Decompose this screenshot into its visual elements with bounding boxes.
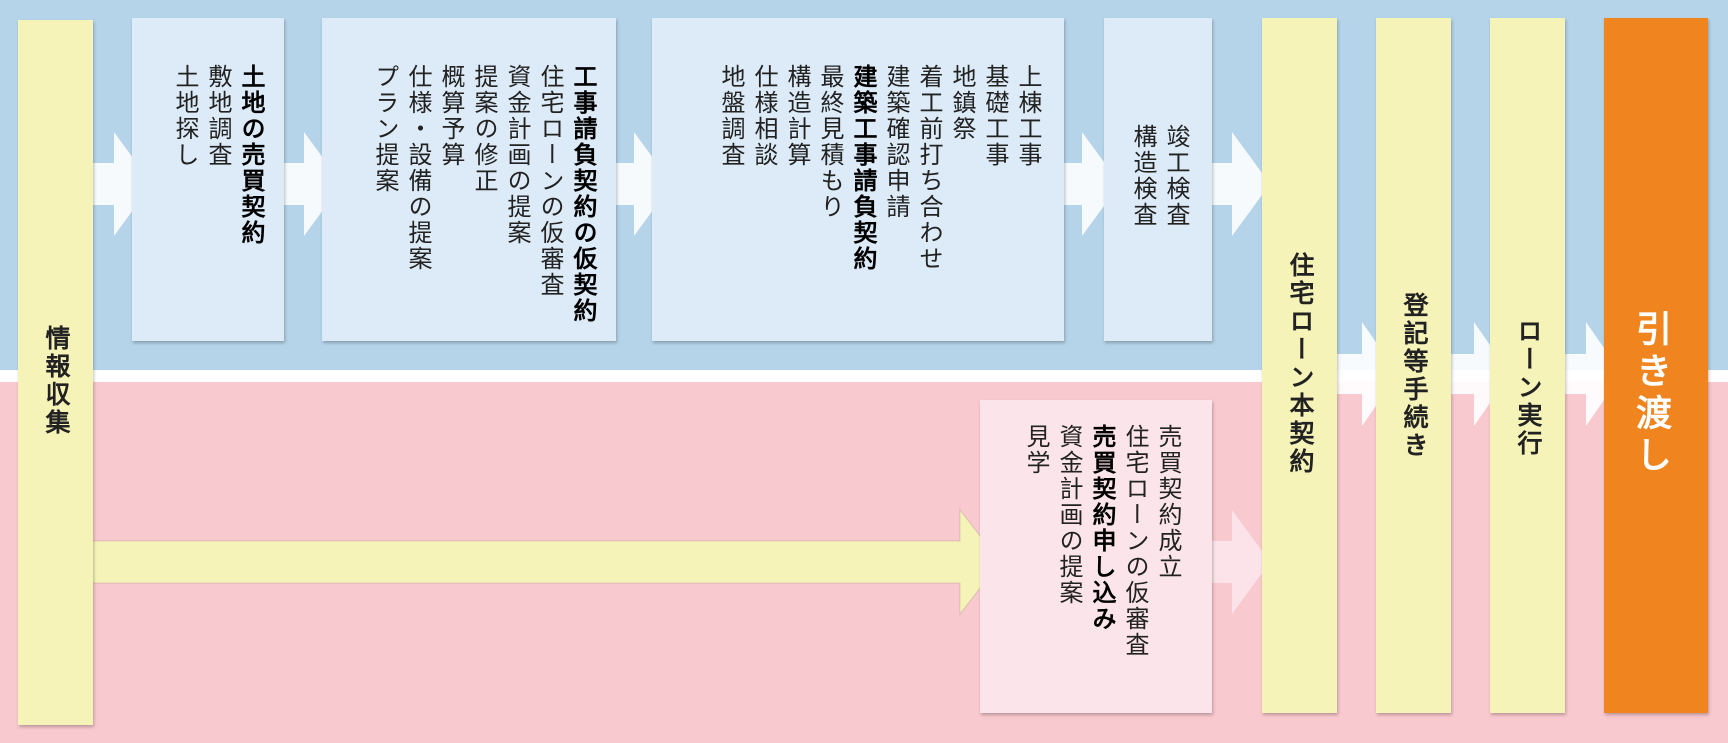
arrow-right-icon <box>91 508 1001 616</box>
loan-execution-column: ローン実行 <box>1490 18 1565 713</box>
step-line: 構造検査 <box>1129 124 1157 228</box>
step-line: 住宅ローンの仮審査 <box>536 64 564 298</box>
step-line: 提案の修正 <box>470 64 498 194</box>
arrow-right-icon <box>1063 132 1120 236</box>
loan-execution-label: ローン実行 <box>1514 318 1543 458</box>
arrow-right-icon <box>614 132 672 236</box>
arrow-right-icon <box>90 132 152 236</box>
step-line: 土地の売買契約 <box>237 64 265 246</box>
info-gathering-label: 情報収集 <box>42 325 71 437</box>
step-line: 資金計画の提案 <box>503 64 531 246</box>
step-line: 仕様・設備の提案 <box>404 64 432 272</box>
step-line: 住宅ローンの仮審査 <box>1121 424 1149 658</box>
step-line: 売買契約成立 <box>1154 424 1182 580</box>
arrow-right-icon <box>1210 132 1270 236</box>
step-line: 構造計算 <box>783 64 811 168</box>
step-line: 基礎工事 <box>981 64 1009 168</box>
construction-contract-step: 上棟工事 基礎工事 地鎮祭 着工前打ち合わせ 建築確認申請 建築工事請負契約 最… <box>652 18 1064 341</box>
arrow-right-icon <box>1211 510 1270 614</box>
purchase-step: 売買契約成立 住宅ローンの仮審査 売買契約申し込み 資金計画の提案 見学 <box>980 400 1212 713</box>
step-line: 地盤調査 <box>717 64 745 168</box>
step-line: 工事請負契約の仮契約 <box>569 64 597 324</box>
step-line: 敷地調査 <box>204 64 232 168</box>
step-line: 竣工検査 <box>1162 124 1190 228</box>
step-line: プラン提案 <box>371 64 399 194</box>
arrow-right-icon <box>1564 322 1622 426</box>
provisional-contract-step: 工事請負契約の仮契約 住宅ローンの仮審査 資金計画の提案 提案の修正 概算予算 … <box>322 18 616 341</box>
land-purchase-text: 土地の売買契約 敷地調査 土地探し <box>168 64 267 246</box>
arrow-right-icon <box>1335 322 1398 426</box>
provisional-contract-text: 工事請負契約の仮契約 住宅ローンの仮審査 資金計画の提案 提案の修正 概算予算 … <box>368 64 599 324</box>
step-line: 土地探し <box>171 64 199 168</box>
loan-contract-column: 住宅ローン本契約 <box>1262 18 1337 713</box>
step-line: 上棟工事 <box>1014 64 1042 168</box>
step-line: 建築工事請負契約 <box>849 64 877 272</box>
step-line: 着工前打ち合わせ <box>915 64 943 272</box>
handover-label: 引き渡し <box>1630 310 1671 478</box>
step-line: 資金計画の提案 <box>1055 424 1083 606</box>
registration-label: 登記等手続き <box>1400 292 1429 460</box>
registration-column: 登記等手続き <box>1376 18 1451 713</box>
step-line: 概算予算 <box>437 64 465 168</box>
step-line: 最終見積もり <box>816 64 844 220</box>
inspection-step: 竣工検査 構造検査 <box>1104 18 1212 341</box>
info-gathering-column: 情報収集 <box>18 20 93 725</box>
construction-contract-text: 上棟工事 基礎工事 地鎮祭 着工前打ち合わせ 建築確認申請 建築工事請負契約 最… <box>714 64 1044 272</box>
purchase-text: 売買契約成立 住宅ローンの仮審査 売買契約申し込み 資金計画の提案 見学 <box>1019 424 1184 658</box>
step-line: 見学 <box>1022 424 1050 476</box>
handover-column: 引き渡し <box>1604 18 1708 713</box>
arrow-right-icon <box>1450 322 1510 426</box>
step-line: 仕様相談 <box>750 64 778 168</box>
inspection-text: 竣工検査 構造検査 <box>1126 124 1192 228</box>
step-line: 地鎮祭 <box>948 64 976 142</box>
arrow-right-icon <box>283 132 342 236</box>
loan-contract-label: 住宅ローン本契約 <box>1286 252 1315 476</box>
step-line: 売買契約申し込み <box>1088 424 1116 632</box>
land-purchase-step: 土地の売買契約 敷地調査 土地探し <box>132 18 284 341</box>
step-line: 建築確認申請 <box>882 64 910 220</box>
